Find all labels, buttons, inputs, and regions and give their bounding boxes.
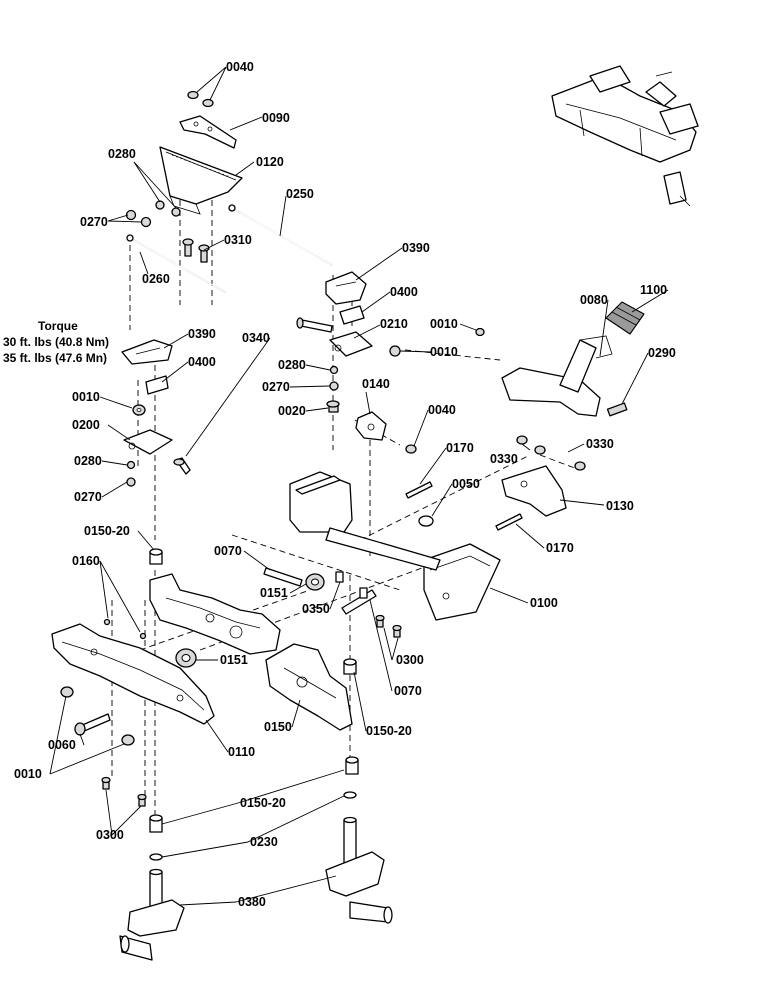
callout-0151-upper: 0151 xyxy=(260,586,288,600)
callout-0150: 0150 xyxy=(264,720,292,734)
callout-0280-top: 0280 xyxy=(108,147,136,161)
callout-0150-20-a: 0150-20 xyxy=(84,524,130,538)
callout-0080: 0080 xyxy=(580,293,608,307)
callout-0010-upper-left: 0010 xyxy=(430,317,458,331)
callout-0090: 0090 xyxy=(262,111,290,125)
callout-0040-top: 0040 xyxy=(226,60,254,74)
callout-0010-lower: 0010 xyxy=(14,767,42,781)
callout-0380: 0380 xyxy=(238,895,266,909)
leader-lines xyxy=(49,66,669,906)
callout-0170-upper: 0170 xyxy=(446,441,474,455)
callout-0330-b: 0330 xyxy=(490,452,518,466)
callout-0010-left: 0010 xyxy=(72,390,100,404)
callout-0310: 0310 xyxy=(224,233,252,247)
torque-title: Torque xyxy=(38,319,78,333)
callout-0151-lower: 0151 xyxy=(220,653,248,667)
callout-0210: 0210 xyxy=(380,317,408,331)
callout-0270-mid: 0270 xyxy=(262,380,290,394)
callout-0270-left: 0270 xyxy=(74,490,102,504)
callout-0280-mid: 0280 xyxy=(278,358,306,372)
callout-0110: 0110 xyxy=(228,745,255,759)
callout-0150-20-b: 0150-20 xyxy=(366,724,412,738)
callout-0230: 0230 xyxy=(250,835,278,849)
callout-0390-right: 0390 xyxy=(402,241,430,255)
callout-0100: 0100 xyxy=(530,596,558,610)
callout-0040-mid: 0040 xyxy=(428,403,456,417)
callout-0150-20-c: 0150-20 xyxy=(240,796,286,810)
callout-0270-top: 0270 xyxy=(80,215,108,229)
callout-labels: 0040 0090 0280 0120 0270 0250 0310 0260 … xyxy=(3,60,676,909)
callout-0160: 0160 xyxy=(72,554,100,568)
callout-0170-lower: 0170 xyxy=(546,541,574,555)
callout-0300-left: 0300 xyxy=(96,828,124,842)
torque-line-1: 30 ft. lbs (40.8 Nm) xyxy=(3,335,109,349)
callout-1100: 1100 xyxy=(640,283,667,297)
callout-0340: 0340 xyxy=(242,331,270,345)
callout-0350: 0350 xyxy=(302,602,330,616)
callout-0050: 0050 xyxy=(452,477,480,491)
callout-0010-upper-right: 0010 xyxy=(430,345,458,359)
callout-0070-lower: 0070 xyxy=(394,684,422,698)
callout-0130: 0130 xyxy=(606,499,634,513)
callout-0290: 0290 xyxy=(648,346,676,360)
assembly-inset xyxy=(551,65,699,207)
callout-0400-right: 0400 xyxy=(390,285,418,299)
callout-0260: 0260 xyxy=(142,272,170,286)
callout-0330-a: 0330 xyxy=(586,437,614,451)
callout-0020: 0020 xyxy=(278,404,306,418)
callout-0300-right: 0300 xyxy=(396,653,424,667)
callout-0280-left: 0280 xyxy=(74,454,102,468)
callout-0250: 0250 xyxy=(286,187,314,201)
callout-0070-upper: 0070 xyxy=(214,544,242,558)
callout-0390-left: 0390 xyxy=(188,327,216,341)
callout-0200: 0200 xyxy=(72,418,100,432)
callout-0140: 0140 xyxy=(362,377,390,391)
torque-line-2: 35 ft. lbs (47.6 Mn) xyxy=(3,351,107,365)
callout-0120: 0120 xyxy=(256,155,284,169)
callout-0060: 0060 xyxy=(48,738,76,752)
callout-0400-left: 0400 xyxy=(188,355,216,369)
